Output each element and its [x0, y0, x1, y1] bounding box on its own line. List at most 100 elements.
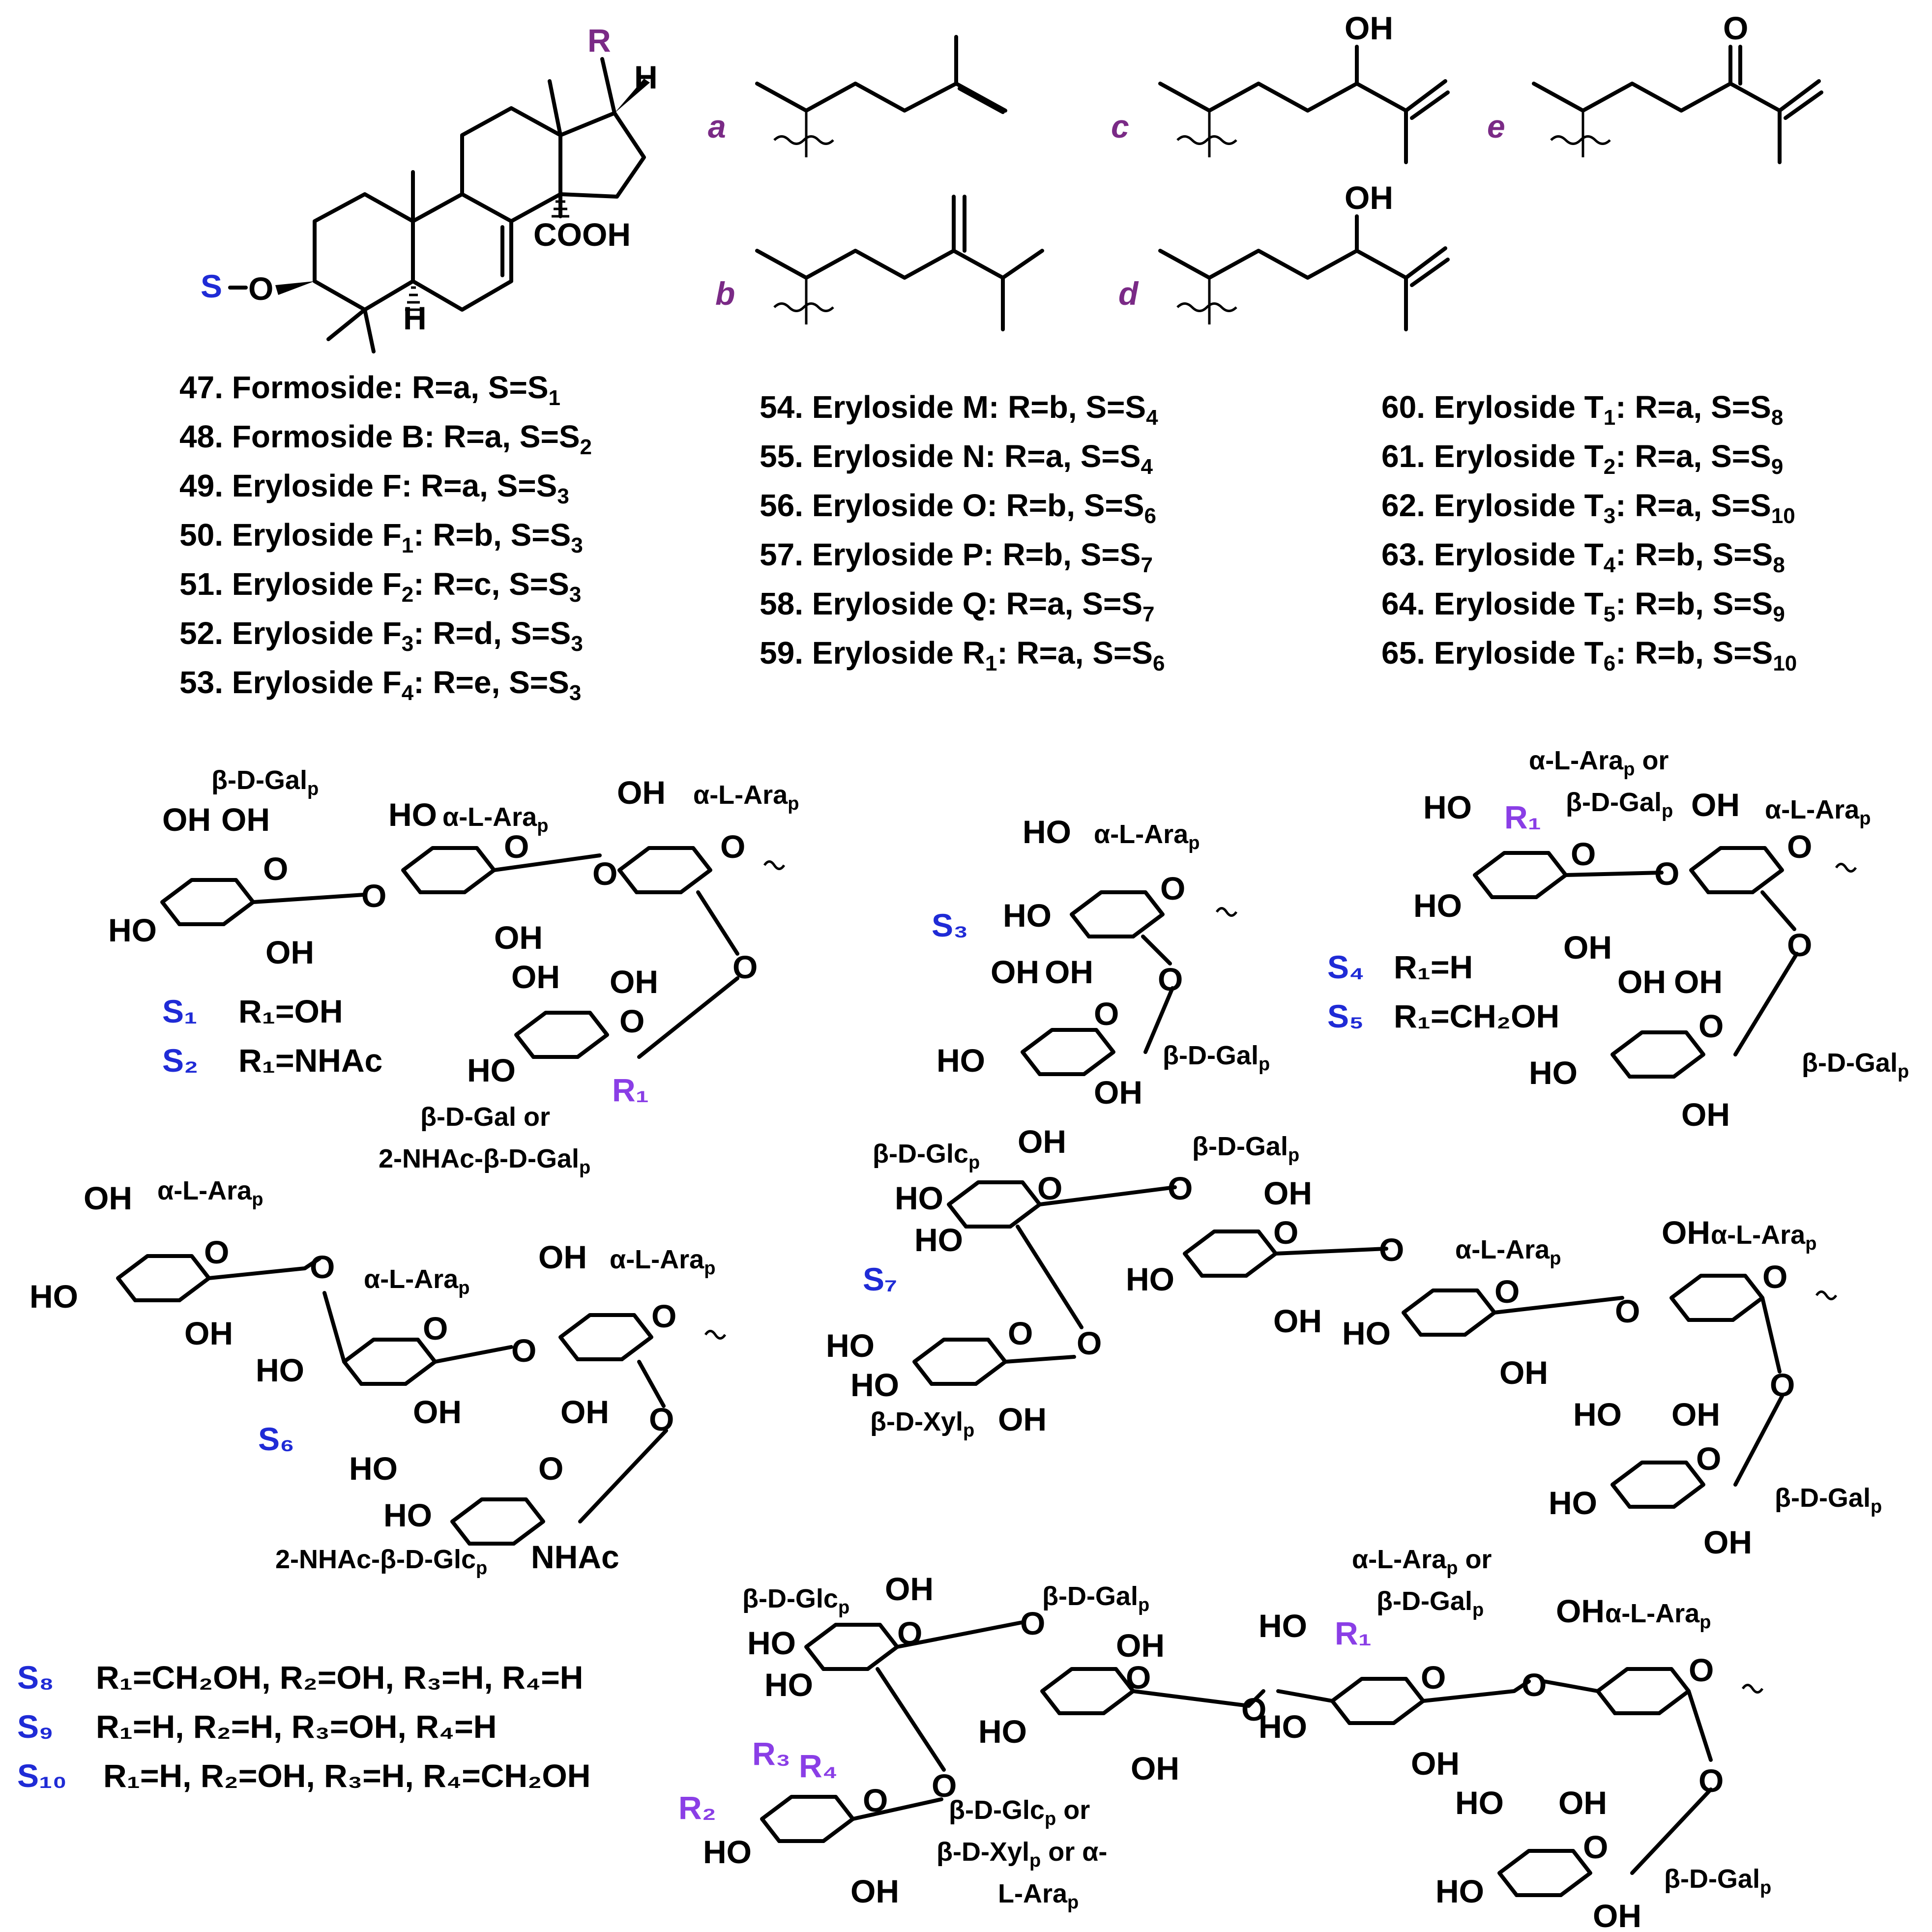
- s7-oh-2: OH: [1263, 1175, 1312, 1211]
- side-chain-a-label: a: [708, 108, 726, 145]
- s6-oh-4: OH: [538, 1239, 587, 1275]
- s8-oh-3: OH: [1131, 1750, 1179, 1786]
- s6-ara-label-3: α-L-Arap: [610, 1245, 715, 1279]
- compound-line-62: 62. Eryloside T3: R=a, S=S10: [1381, 488, 1795, 528]
- s8-ho-6: HO: [1259, 1708, 1307, 1745]
- compound-line-55: 55. Eryloside N: R=a, S=S4: [760, 439, 1153, 479]
- s8-oh-1: OH: [885, 1571, 934, 1607]
- s4-o-ring-2: O: [1787, 828, 1812, 865]
- code-s8: S₈: [17, 1659, 54, 1696]
- s8-xyl-or-label: β-D-Xylp or α-: [937, 1837, 1107, 1871]
- s8-gal-label-2: β-D-Galp: [1376, 1586, 1484, 1620]
- s1-oh-2: OH: [221, 801, 270, 838]
- code-s5: S₅: [1327, 998, 1364, 1034]
- core-h-17: H: [634, 59, 658, 95]
- s7-xyl-label: β-D-Xylp: [870, 1407, 974, 1441]
- s7-o-link-5: O: [1770, 1367, 1795, 1403]
- s8-r2-label: R₂: [678, 1789, 716, 1826]
- compound-line-58: 58. Eryloside Q: R=a, S=S7: [760, 586, 1155, 626]
- s7-ho-8: HO: [1549, 1485, 1597, 1521]
- s7-o-link-3: O: [1077, 1325, 1102, 1361]
- compound-line-60: 60. Eryloside T1: R=a, S=S8: [1381, 389, 1783, 430]
- s7-oh-8: OH: [1703, 1524, 1752, 1560]
- s7-oh-4: OH: [998, 1401, 1047, 1437]
- s8-oh-5: OH: [1411, 1745, 1460, 1782]
- s3-oh-2: OH: [1045, 954, 1093, 990]
- s7-o-link-2: O: [1379, 1231, 1404, 1268]
- s1-o-ring-1: O: [263, 850, 288, 887]
- core-h-5: H: [403, 300, 427, 336]
- s7-o-ring-4: O: [1494, 1273, 1520, 1310]
- s6-o-ring-4: O: [538, 1450, 563, 1487]
- s1-o-ring-2: O: [504, 828, 529, 865]
- s8-r3-label: R₃: [752, 1735, 790, 1772]
- compound-line-57: 57. Eryloside P: R=b, S=S7: [760, 537, 1153, 577]
- side-chain-d-label: d: [1118, 275, 1139, 312]
- s6-nhac: NHAc: [531, 1539, 619, 1575]
- s8-ara-tail-label: L-Arap: [998, 1879, 1079, 1913]
- s4-o-ring-3: O: [1698, 1008, 1724, 1044]
- s7-glc-label: β-D-Glcp: [873, 1139, 980, 1173]
- s1-oh-6: OH: [511, 959, 560, 995]
- s7-o-ring-6: O: [1696, 1440, 1721, 1477]
- s8-ara-label: α-L-Arap: [1605, 1599, 1711, 1633]
- s8-ho-1: HO: [747, 1625, 796, 1661]
- compound-list-col3: 60. Eryloside T1: R=a, S=S8 61. Erylosid…: [1381, 389, 1797, 675]
- side-chains: a b c OH d OH e O: [708, 10, 1823, 331]
- s8-o-link-5: O: [1698, 1762, 1724, 1799]
- code-s7: S₇: [863, 1261, 897, 1297]
- s8-o-ring-2: O: [1126, 1659, 1151, 1696]
- compound-line-53: 53. Eryloside F4: R=e, S=S3: [179, 665, 581, 705]
- s8-ho-7: HO: [1455, 1785, 1504, 1821]
- s7-oh-1: OH: [1018, 1123, 1066, 1160]
- s4-o-ring-1: O: [1571, 836, 1596, 872]
- s8-oh-2: OH: [1116, 1627, 1165, 1664]
- s6-o-link-3: O: [649, 1401, 674, 1437]
- s4-gal-label-bottom: β-D-Galp: [1802, 1048, 1909, 1082]
- s8-ara-or-label: α-L-Arap or: [1352, 1545, 1492, 1579]
- s6-ho-4: HO: [383, 1497, 432, 1533]
- compound-line-48: 48. Formoside B: R=a, S=S2: [179, 419, 592, 459]
- s6-oh-2: OH: [184, 1315, 233, 1351]
- s8-ho-3: HO: [978, 1713, 1027, 1750]
- s6-oh-5: OH: [560, 1394, 609, 1430]
- code-s4: S₄: [1327, 949, 1364, 985]
- s8-o-ring-1: O: [897, 1615, 922, 1651]
- s3-ho-2: HO: [1003, 897, 1052, 934]
- s1-ara-label-2: α-L-Arap: [693, 780, 799, 814]
- s4-ho-2: HO: [1413, 887, 1462, 924]
- compound-line-49: 49. Eryloside F: R=a, S=S3: [179, 468, 569, 508]
- s3-ho-3: HO: [937, 1042, 985, 1079]
- core-r-label: R: [587, 22, 611, 59]
- compound-line-47: 47. Formoside: R=a, S=S1: [179, 370, 560, 410]
- s4-gal-label-top: β-D-Galp: [1566, 788, 1673, 821]
- s7-ho-3: HO: [1126, 1261, 1174, 1297]
- code-s10: S₁₀: [17, 1757, 67, 1794]
- compound-line-59: 59. Eryloside R1: R=a, S=S6: [760, 635, 1165, 675]
- side-chain-d-oh: OH: [1345, 179, 1393, 216]
- s3-ho-1: HO: [1023, 814, 1071, 850]
- s6-ho-2: HO: [256, 1352, 304, 1388]
- s7-ara-label-1: α-L-Arap: [1455, 1235, 1561, 1269]
- s1-o-link-3: O: [732, 949, 758, 985]
- code-s9: S₉: [17, 1708, 54, 1745]
- s8-o-link-4: O: [1522, 1667, 1547, 1703]
- compound-line-52: 52. Eryloside F3: R=d, S=S3: [179, 615, 583, 656]
- side-chain-e-oxo: O: [1723, 10, 1748, 46]
- s6-oh-1: OH: [84, 1180, 132, 1216]
- side-chain-e-label: e: [1487, 108, 1505, 145]
- compound-line-65: 65. Eryloside T6: R=b, S=S10: [1381, 635, 1797, 675]
- compound-line-54: 54. Eryloside M: R=b, S=S4: [760, 389, 1158, 430]
- s8-oh-7: OH: [1558, 1785, 1607, 1821]
- s8-o-ring-4: O: [1421, 1659, 1446, 1696]
- s8-glc-label: β-D-Glcp: [742, 1584, 849, 1618]
- s8-o-ring-6: O: [1583, 1829, 1608, 1865]
- s4-o-link-1: O: [1654, 855, 1679, 892]
- s1-nhac-gal-label: 2-NHAc-β-D-Galp: [379, 1144, 590, 1178]
- s8-ho-5: HO: [1259, 1608, 1307, 1644]
- s8-o-link-3: O: [932, 1767, 957, 1804]
- s8-oh-8: OH: [1593, 1898, 1641, 1932]
- s7-ho-5: HO: [850, 1367, 899, 1403]
- s4-ara-or-label: α-L-Arap or: [1529, 746, 1669, 780]
